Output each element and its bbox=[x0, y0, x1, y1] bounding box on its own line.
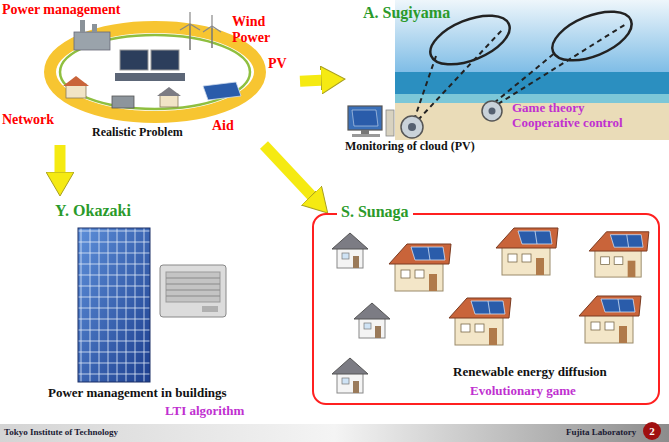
page-number: 2 bbox=[649, 425, 655, 437]
houses-part bbox=[449, 298, 511, 345]
method-text: LTI algorithm bbox=[165, 404, 244, 419]
air-conditioner-part bbox=[166, 272, 220, 302]
air-conditioner-part bbox=[166, 278, 220, 279]
beach-photo-part bbox=[546, 2, 639, 71]
caption-text: Power management in buildings bbox=[48, 386, 227, 401]
air-conditioner-part bbox=[160, 265, 226, 317]
grid-illustration-part bbox=[112, 96, 134, 108]
air-conditioner-part bbox=[166, 290, 220, 291]
computer-icon bbox=[348, 106, 394, 137]
grid-illustration-part bbox=[189, 12, 190, 24]
grid-illustration-part bbox=[203, 26, 212, 32]
author-name: S. Sunaga bbox=[337, 203, 413, 221]
block-arrow bbox=[55, 145, 66, 182]
footer-bar-part bbox=[0, 424, 669, 442]
houses-part bbox=[579, 296, 641, 343]
author-name: A. Sugiyama bbox=[363, 4, 450, 22]
air-conditioner-part bbox=[166, 296, 220, 297]
beach-photo-part bbox=[482, 101, 502, 121]
grid-illustration-part bbox=[151, 50, 179, 70]
monitoring-panel: A. SugiyamaGame theory Cooperative contr… bbox=[345, 0, 669, 158]
grid-illustration-part bbox=[190, 24, 200, 30]
caption-text: Realistic Problem bbox=[92, 126, 183, 140]
houses-part bbox=[496, 228, 558, 275]
method-text: Evolutionary game bbox=[470, 384, 576, 399]
houses-part bbox=[589, 232, 649, 277]
section-title: Power management bbox=[2, 2, 120, 18]
caption-text: Renewable energy diffusion bbox=[453, 365, 607, 380]
houses-part bbox=[332, 358, 368, 393]
grid-illustration-part bbox=[180, 24, 190, 30]
grid-illustration-part bbox=[66, 84, 86, 98]
houses-part bbox=[354, 303, 390, 338]
grid-illustration-part bbox=[211, 26, 213, 48]
part-label: Network bbox=[2, 112, 54, 128]
air-conditioner bbox=[160, 265, 226, 317]
footer-bar-part bbox=[643, 422, 661, 440]
grid-illustration-part bbox=[189, 24, 191, 50]
building-illustration-part bbox=[78, 228, 150, 382]
grid-illustration bbox=[50, 12, 260, 117]
grid-illustration-part bbox=[92, 24, 97, 32]
building-illustration-part bbox=[78, 228, 150, 382]
grid-illustration-part bbox=[63, 76, 89, 86]
grid-illustration-part bbox=[74, 32, 110, 50]
grid-illustration-part bbox=[115, 73, 185, 81]
method-text: Game theory Cooperative control bbox=[512, 101, 647, 131]
grid-illustration-part bbox=[203, 82, 241, 100]
beach-photo-part bbox=[494, 52, 556, 103]
author-name: Y. Okazaki bbox=[55, 202, 131, 220]
beach-photo-part bbox=[408, 123, 416, 131]
beach-photo-part bbox=[414, 56, 436, 120]
caption-text: Monitoring of cloud (PV) bbox=[345, 140, 475, 154]
grid-illustration-part bbox=[120, 50, 148, 70]
houses-part bbox=[332, 233, 368, 268]
beach-photo-part bbox=[489, 108, 496, 115]
grid-illustration-part bbox=[211, 15, 212, 26]
beach-photo-part bbox=[418, 30, 502, 120]
houses bbox=[332, 228, 649, 393]
building-illustration bbox=[78, 228, 150, 382]
part-label: Aid bbox=[212, 118, 234, 134]
connectors bbox=[60, 80, 331, 203]
computer-icon-part bbox=[352, 110, 378, 126]
air-conditioner-part bbox=[166, 284, 220, 285]
building-illustration-part bbox=[78, 228, 150, 382]
footer-text: Tokyo Institute of Technology bbox=[4, 428, 118, 438]
grid-illustration-part bbox=[157, 87, 181, 96]
part-label: Wind Power bbox=[232, 14, 284, 46]
grid-illustration-part bbox=[50, 27, 260, 117]
computer-icon-part bbox=[348, 106, 382, 130]
computer-icon-part bbox=[386, 110, 394, 136]
air-conditioner-part bbox=[202, 306, 218, 312]
computer-icon-part bbox=[352, 134, 380, 137]
grid-illustration-part bbox=[80, 20, 85, 32]
block-arrow bbox=[300, 80, 331, 82]
diffusion-box: S. SunagaRenewable energy diffusionEvolu… bbox=[312, 213, 660, 405]
computer-icon-part bbox=[361, 130, 369, 134]
beach-photo-part bbox=[498, 24, 626, 104]
building-panel: Y. OkazakiPower management in buildingsL… bbox=[40, 196, 290, 422]
block-arrow bbox=[264, 145, 318, 203]
part-label: PV bbox=[268, 56, 287, 72]
grid-illustration-part bbox=[212, 26, 221, 32]
houses-part bbox=[389, 244, 451, 291]
footer-bar bbox=[0, 422, 669, 442]
beach-photo-part bbox=[401, 116, 423, 138]
grid-panel: Power managementWind PowerPV Network AidRe… bbox=[0, 0, 300, 145]
footer-text: Fujita Laboratory bbox=[566, 428, 636, 438]
